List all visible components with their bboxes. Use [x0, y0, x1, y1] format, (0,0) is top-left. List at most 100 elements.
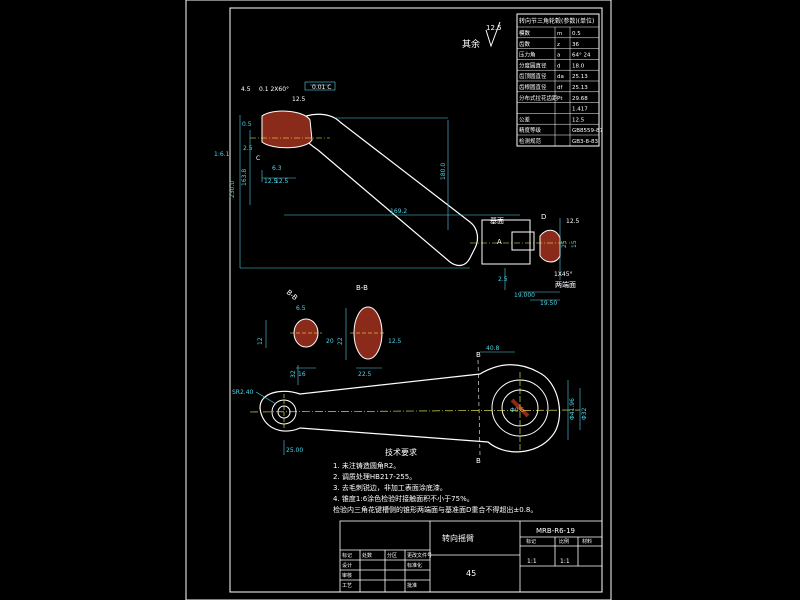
- dim-upper-horizontal: 169.2: [390, 208, 407, 215]
- dim-section-1: 12: [257, 337, 264, 345]
- upper-dimension-lines: [239, 81, 561, 301]
- dim-upper-1: 4.5: [241, 86, 251, 93]
- label-b-bottom: B: [476, 457, 481, 465]
- dim-upper-8: 1:6.1: [214, 151, 230, 158]
- param-cell: 分布式拉花齿距: [519, 94, 558, 102]
- dim-upper-3: 12.5: [292, 96, 306, 103]
- param-cell: 1.417: [572, 107, 588, 113]
- title-block-cell: 工艺: [342, 583, 352, 589]
- dim-upper-4: 0.01 C: [312, 84, 331, 91]
- roughness-note: 其余 12.5: [462, 21, 502, 50]
- title-block-cell: 批准: [407, 582, 417, 589]
- right-clamp-slot: [511, 231, 535, 251]
- section-views: B-B B-B 12 22 16 22.5 6.5 20 12.5: [257, 284, 402, 378]
- tech-requirements: 技术要求 1. 未注铸造圆角R2。 2. 调质处理HB217-255。 3. 去…: [333, 447, 537, 514]
- tech-item-1: 1. 未注铸造圆角R2。: [333, 461, 400, 470]
- dim-upper-17: 2.5: [498, 276, 508, 283]
- tech-item-2: 2. 调质处理HB217-255。: [333, 472, 416, 481]
- dim-upper-20: 19.000: [514, 292, 535, 299]
- right-clamp-outline: [481, 219, 531, 265]
- param-cell: 0.5: [572, 31, 581, 37]
- param-cell: 18.0: [572, 63, 585, 69]
- dim-upper-18: 12.5: [566, 218, 580, 225]
- drawing-number: MRB-R6-19: [536, 527, 575, 535]
- param-cell: 25.13: [572, 74, 588, 80]
- roughness-value: 12.5: [486, 24, 502, 32]
- left-boss-section: [261, 110, 313, 149]
- param-cell: 模数: [519, 29, 531, 37]
- scale-value: 1:1: [527, 558, 537, 565]
- cell-material-label: 材料: [582, 538, 592, 545]
- dim-upper-2: 0.1 2X60°: [259, 86, 289, 93]
- param-cell: 精度等级: [519, 126, 542, 134]
- dim-upper-7: 2.5: [243, 145, 253, 152]
- roughness-label: 其余: [462, 38, 480, 50]
- param-cell: GB3-8-83: [572, 139, 599, 145]
- title-block-cell: 标准化: [407, 562, 422, 569]
- roughness-symbol-icon: [485, 21, 501, 48]
- title-block: [339, 520, 603, 593]
- lower-view: SR2.40 25.00 40.8 32 Φ41.96 Φ32 B B Φ0.5: [232, 345, 588, 465]
- param-cell: 29.68: [572, 96, 588, 102]
- dim-upper-5: 0.5: [242, 121, 252, 128]
- dim-upper-21: 19.50: [540, 300, 557, 307]
- param-cell: GB8559-87: [572, 128, 604, 134]
- dim-upper-10: 12.5: [264, 178, 278, 185]
- right-boss-section: [539, 229, 561, 263]
- param-cell: 12.5: [572, 117, 585, 123]
- side-note: 两端面: [555, 280, 576, 289]
- label-a: A: [497, 238, 502, 246]
- sheet-value: 1:1: [560, 558, 570, 565]
- dim-upper-d: D: [541, 213, 546, 221]
- material: 45: [466, 569, 476, 578]
- param-cell: z: [557, 42, 560, 48]
- plane-label: 基面: [490, 216, 504, 225]
- parameter-table-header: 转向节三角轮毂(参数)(单位): [519, 17, 594, 25]
- dim-section-6: 20: [326, 338, 334, 345]
- tech-item-3: 3. 去毛刺锐边，非加工表面涂底漆。: [333, 483, 447, 492]
- cell-mark: 标记: [526, 538, 536, 545]
- dim-upper-6: C: [256, 155, 260, 162]
- param-cell: m: [557, 31, 562, 37]
- dim-lower-5: Φ41.96: [569, 398, 576, 420]
- tech-item-4: 4. 锥度1:6涂色检验时接触面积不小于75%。: [333, 494, 474, 503]
- param-cell: 25.13: [572, 85, 588, 91]
- dim-lower-11: Φ32: [581, 407, 588, 420]
- lower-centerline: [249, 409, 581, 413]
- param-cell: 公差: [519, 115, 531, 123]
- title-block-text: 转向摇臂 MRB-R6-19 45 标记 比例 材料 1:1 1:1 标记处数分…: [342, 527, 592, 589]
- param-cell: 齿根圆直径: [519, 83, 547, 91]
- param-cell: 齿顶圆直径: [519, 72, 547, 80]
- param-cell: a: [557, 53, 560, 59]
- dim-lower-2: 25.00: [286, 447, 303, 454]
- dim-upper-left-vertical: 230.0: [229, 181, 236, 198]
- title-block-cell: 设计: [342, 562, 352, 569]
- cell-scale-label: 比例: [559, 538, 569, 545]
- section-label-right: B-B: [356, 284, 368, 292]
- param-cell: 检测规范: [519, 137, 542, 145]
- dim-section-3: 16: [298, 371, 306, 378]
- upper-view: 4.5 0.1 2X60° 12.5 0.01 C 0.5 C 2.5 1:6.…: [214, 81, 580, 307]
- title-block-cell: 处数: [362, 552, 372, 559]
- dim-lower-3: 40.8: [486, 345, 500, 352]
- title-block-cell: 审核: [342, 572, 352, 579]
- dim-upper-11: 12.5: [275, 178, 289, 185]
- title-block-cell: 分区: [387, 552, 397, 559]
- section-cut-line: [477, 359, 481, 456]
- title-block-cell: 更改文件号: [407, 552, 432, 559]
- dim-upper-left-vertical2: 163.8: [241, 169, 248, 186]
- param-cell: 压力角: [519, 51, 536, 59]
- dim-lower-4: 32: [290, 370, 297, 378]
- param-cell: 36: [572, 42, 579, 48]
- tech-item-5: 检验内三角花键槽侧的锥形两端面与基准面D重合不得超出±0.8。: [333, 505, 537, 514]
- angle-note: 1X45°: [554, 271, 573, 278]
- dim-section-2: 22: [337, 337, 344, 345]
- dim-section-4: 22.5: [358, 371, 372, 378]
- dim-section-7: 12.5: [388, 338, 402, 345]
- param-cell: d: [557, 63, 561, 69]
- param-cell: 齿数: [519, 40, 531, 48]
- param-cell: da: [557, 74, 564, 80]
- dim-lower-6: Φ0.5: [510, 407, 524, 414]
